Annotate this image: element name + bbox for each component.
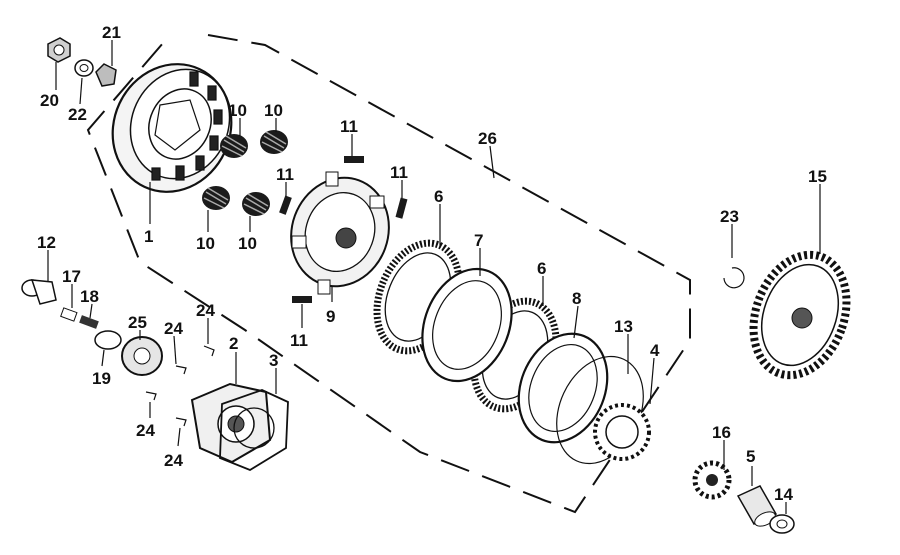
callout-22: 22 xyxy=(68,105,87,124)
part-4-inner-hub xyxy=(593,403,651,461)
part-25-bearing xyxy=(121,336,163,376)
callout-25: 25 xyxy=(128,313,147,332)
part-23-circlip xyxy=(723,267,745,289)
callout-15: 15 xyxy=(808,167,827,186)
part-15-primary-gear xyxy=(749,250,851,380)
callout-6b: 6 xyxy=(537,259,546,278)
callout-7: 7 xyxy=(474,231,483,250)
callout-11a: 11 xyxy=(340,117,358,136)
callout-19: 19 xyxy=(92,369,111,388)
part-21-lock-washer xyxy=(95,63,117,87)
callout-8: 8 xyxy=(572,289,581,308)
part-12-release-lever xyxy=(21,279,57,305)
callout-12: 12 xyxy=(37,233,56,252)
callout-9: 9 xyxy=(326,307,335,326)
callout-10c: 10 xyxy=(196,234,215,253)
part-22-washer xyxy=(74,59,94,77)
callout-26: 26 xyxy=(478,129,497,148)
part-11-pins xyxy=(279,156,408,303)
part-14-washer xyxy=(769,514,795,534)
callout-20: 20 xyxy=(40,91,59,110)
callout-24c: 24 xyxy=(136,421,155,440)
part-16-small-gear xyxy=(692,460,732,500)
callout-5: 5 xyxy=(746,447,755,466)
callout-11d: 11 xyxy=(290,331,308,350)
part-20-nut xyxy=(47,37,71,63)
part-18-spring xyxy=(79,315,99,329)
callout-10a: 10 xyxy=(228,101,247,120)
part-9-pressure-plate xyxy=(290,171,390,295)
leader-lines xyxy=(47,40,821,514)
callout-3: 3 xyxy=(269,351,278,370)
part-3-gasket xyxy=(219,389,289,472)
callout-1: 1 xyxy=(144,227,153,246)
callout-23: 23 xyxy=(720,207,739,226)
callout-11c: 11 xyxy=(390,163,408,182)
callout-4: 4 xyxy=(650,341,660,360)
part-10-springs xyxy=(202,130,288,216)
callout-6a: 6 xyxy=(434,187,443,206)
callout-2: 2 xyxy=(229,334,238,353)
callout-11b: 11 xyxy=(276,165,294,184)
callout-10b: 10 xyxy=(264,101,283,120)
callout-17: 17 xyxy=(62,267,81,286)
callout-24b: 24 xyxy=(164,319,183,338)
callout-24a: 24 xyxy=(196,301,215,320)
callout-18: 18 xyxy=(80,287,99,306)
callout-21: 21 xyxy=(102,23,121,42)
part-2-cover xyxy=(190,382,272,464)
callout-13: 13 xyxy=(614,317,633,336)
assembly-26-boundary xyxy=(86,34,691,514)
part-17-pin xyxy=(60,307,78,322)
part-1-clutch-drum xyxy=(111,63,233,193)
part-24-screws xyxy=(145,345,215,427)
part-8-clutch-plate xyxy=(517,332,609,444)
callout-10d: 10 xyxy=(238,234,257,253)
callout-24d: 24 xyxy=(164,451,183,470)
part-7-steel-plate xyxy=(421,267,513,383)
callouts: 1 2 3 4 5 6 6 7 8 9 10 10 10 10 11 11 11… xyxy=(37,23,827,504)
part-19-bushing xyxy=(94,330,122,350)
callout-14: 14 xyxy=(774,485,793,504)
callout-16: 16 xyxy=(712,423,731,442)
